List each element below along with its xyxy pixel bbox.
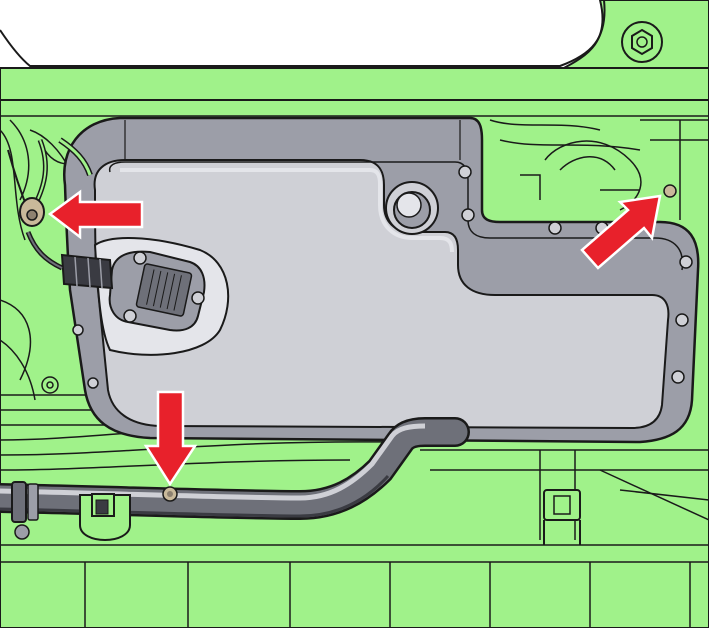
upper-block-outline [0, 0, 606, 67]
pipe-bolt [162, 486, 178, 502]
hex-bolt-top [621, 21, 663, 63]
arrow-up-right [580, 194, 662, 270]
wire-lug [7, 137, 93, 227]
oil-level-sensor [108, 250, 206, 332]
arrow-left [47, 189, 144, 240]
engine-detail-right [489, 119, 709, 220]
engine-detail-left [0, 119, 120, 426]
drain-plug [385, 181, 439, 235]
pan-bolts [72, 165, 693, 389]
oil-pan [63, 116, 700, 444]
arrow-down [143, 390, 198, 487]
mounting-bracket [543, 489, 581, 545]
sensor-connector [25, 231, 114, 290]
pan-bolt-right [663, 184, 677, 198]
lower-structure [0, 423, 709, 628]
pipe-clamp [11, 481, 131, 541]
